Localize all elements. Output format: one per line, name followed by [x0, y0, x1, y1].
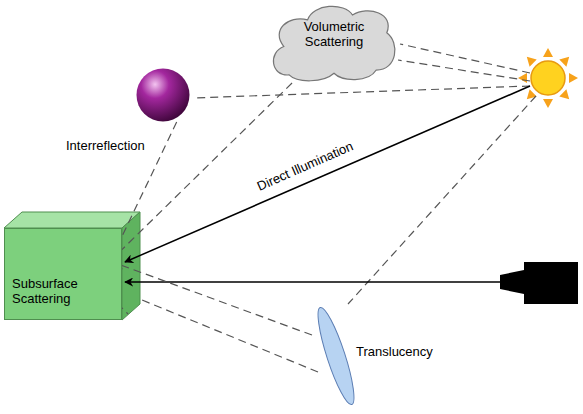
sphere-shape — [137, 69, 190, 122]
direct-ray — [125, 86, 530, 262]
sun-ray — [543, 48, 553, 57]
camera-symbol — [500, 262, 578, 304]
sphere-outline — [136, 68, 190, 122]
node-label: Subsurface Scattering — [12, 276, 84, 306]
lens-shape — [312, 305, 361, 408]
node-label: Translucency — [356, 344, 433, 359]
sun-symbol — [518, 48, 578, 108]
cloud-node: Volumetric Scattering — [268, 2, 400, 83]
sun-ray — [569, 73, 578, 83]
ray-label: Direct Illumination — [255, 138, 356, 194]
cube-outline — [4, 228, 122, 320]
node-label: Interreflection — [66, 138, 145, 153]
light-path — [398, 60, 530, 81]
sun-ray — [559, 89, 569, 99]
lens-outline — [312, 302, 360, 410]
light-path-connector — [122, 265, 312, 335]
lens-node: Translucency — [312, 302, 360, 410]
cube-top-face — [4, 212, 140, 228]
camera-ray — [125, 281, 500, 283]
sun-ray — [518, 73, 527, 83]
light-path — [348, 96, 536, 304]
light-path — [142, 300, 318, 372]
light-path — [400, 44, 530, 73]
cube-front-face — [5, 229, 122, 320]
cube-node: Subsurface Scattering — [4, 228, 122, 320]
node-label: Volumetric Scattering — [294, 2, 374, 49]
sun-ray — [527, 57, 537, 67]
sun-ray — [559, 57, 569, 67]
sun-ray — [543, 99, 553, 108]
light-path — [193, 86, 530, 98]
sphere-node: Interreflection — [136, 68, 190, 122]
